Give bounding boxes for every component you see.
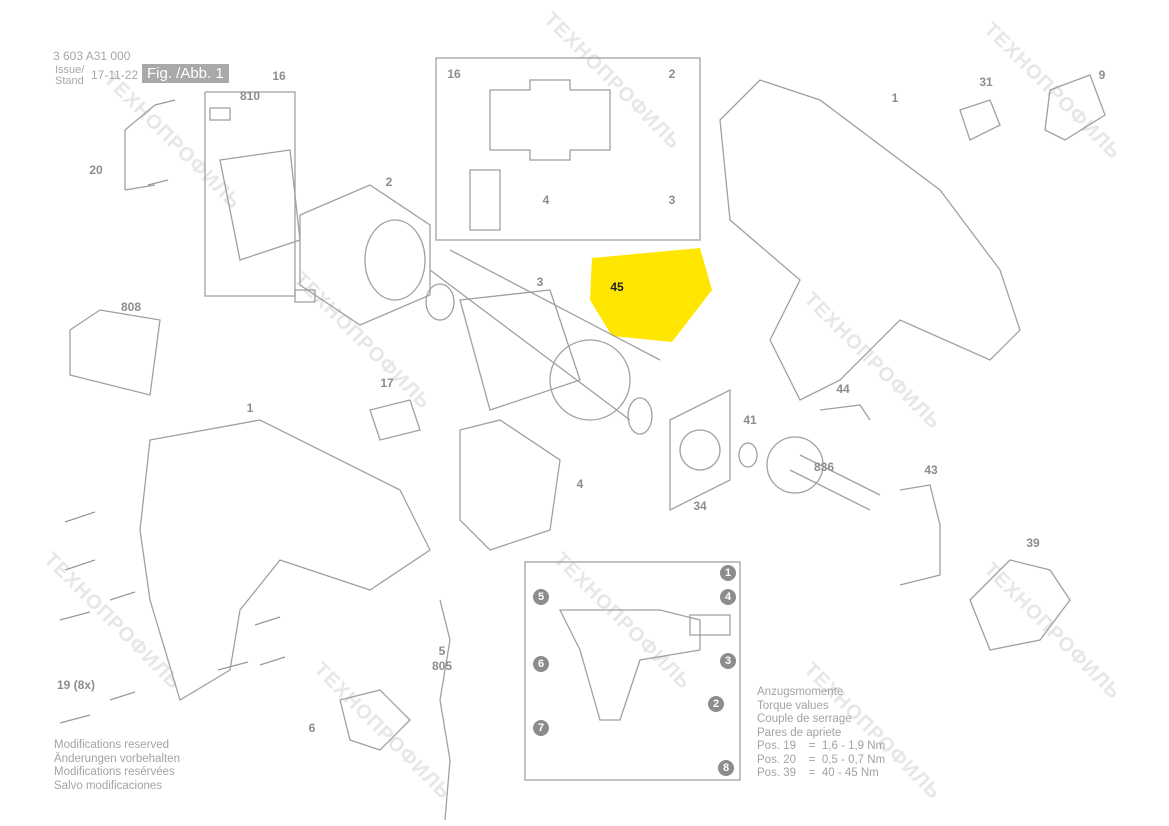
issue-date: 17-11-22 (91, 68, 139, 82)
torque-value: Pos. 19 = 1,6 - 1,9 Nm (757, 740, 886, 752)
part-label: 44 (836, 382, 850, 396)
highlight-area (590, 248, 712, 342)
part-label: 41 (743, 413, 757, 427)
part-label: 16 (272, 69, 286, 83)
part-label: 20 (89, 163, 103, 177)
part-label: 2 (668, 67, 676, 81)
part-label: 16 (447, 67, 461, 81)
part-label: 808 (120, 300, 142, 314)
callout-marker: 6 (533, 656, 549, 672)
note-line: Änderungen vorbehalten (54, 752, 180, 765)
part-label: 2 (385, 175, 393, 189)
part-label: 31 (979, 75, 993, 89)
part-label: 19 (8x) (56, 678, 96, 692)
callout-marker: 4 (720, 589, 736, 605)
part-label: 3 (668, 193, 676, 207)
torque-heading: Anzugsmomente (757, 686, 844, 698)
stand-label: Stand (55, 75, 84, 87)
part-label: 805 (431, 659, 453, 673)
figure-label: Fig. /Abb. 1 (142, 64, 229, 83)
callout-marker: 7 (533, 720, 549, 736)
highlighted-part-label: 45 (610, 280, 624, 294)
callout-marker: 5 (533, 589, 549, 605)
issue-label: Issue/ (55, 64, 85, 76)
part-label: 836 (813, 460, 835, 474)
part-label: 17 (380, 376, 394, 390)
modifications-note: Modifications reserved Änderungen vorbeh… (54, 739, 180, 793)
part-label: 6 (308, 721, 316, 735)
part-label: 1 (246, 401, 254, 415)
callout-marker: 8 (718, 760, 734, 776)
torque-value: Pos. 20 = 0,5 - 0,7 Nm (757, 753, 886, 766)
part-number: 3 603 A31 000 (53, 49, 131, 63)
part-label: 4 (542, 193, 550, 207)
part-label: 1 (891, 91, 899, 105)
part-label: 9 (1098, 68, 1106, 82)
torque-heading: Torque values (757, 699, 829, 712)
note-line: Modifications resérvées (54, 766, 175, 778)
callout-marker: 1 (720, 565, 736, 581)
part-label: 810 (239, 89, 261, 103)
callout-marker: 2 (708, 696, 724, 712)
part-label: 34 (693, 499, 707, 513)
torque-value: Pos. 39 = 40 - 45 Nm (757, 767, 879, 779)
part-label: 43 (924, 463, 938, 477)
part-label: 5 (438, 644, 446, 658)
part-label: 39 (1026, 536, 1040, 550)
note-line: Salvo modificaciones (54, 779, 163, 792)
torque-heading: Couple de serrage (757, 713, 852, 725)
part-label: 4 (576, 477, 584, 491)
part-label: 3 (536, 275, 544, 289)
torque-values: Anzugsmomente Torque values Couple de se… (757, 686, 885, 781)
torque-heading: Pares de apriete (757, 726, 842, 739)
note-line: Modifications reserved (54, 739, 170, 751)
callout-marker: 3 (720, 653, 736, 669)
